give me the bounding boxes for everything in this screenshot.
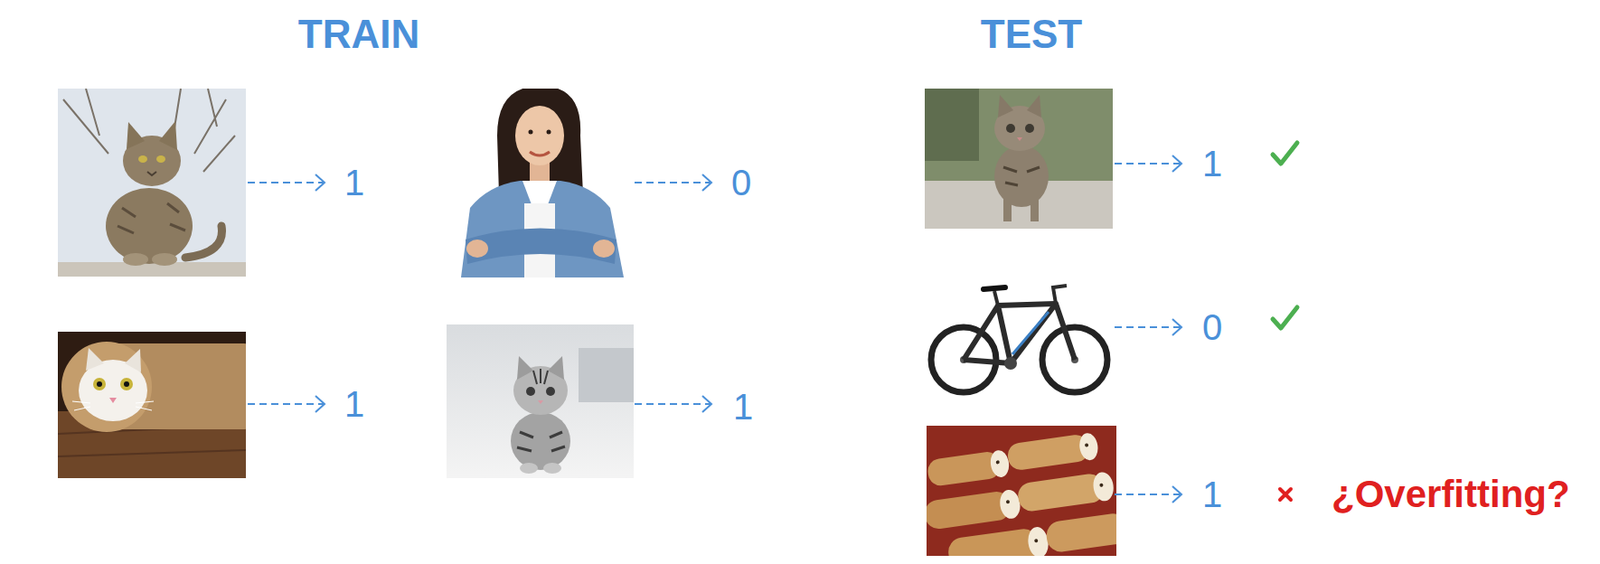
- dashed-arrow: [247, 155, 1182, 503]
- class-label: 1: [733, 388, 753, 425]
- kitten-photo: [446, 324, 634, 479]
- bicycle-photo: [924, 267, 1113, 398]
- class-label: 1: [344, 164, 365, 201]
- class-label: 0: [1202, 309, 1223, 346]
- note-text: ¿Overfitting?: [1331, 475, 1571, 514]
- column-heading: TEST: [980, 14, 1083, 55]
- cat-photo: [57, 331, 246, 479]
- check-mark: [1272, 142, 1298, 164]
- cat-photo: [57, 88, 246, 277]
- class-label: 1: [1202, 145, 1223, 182]
- check-mark: [1272, 307, 1298, 329]
- column-heading: TRAIN: [298, 14, 420, 55]
- class-label: 0: [731, 164, 752, 201]
- class-label: 1: [1202, 476, 1223, 513]
- class-label: 1: [344, 385, 365, 423]
- cannoli-photo: [926, 425, 1117, 556]
- kitten-photo: [924, 88, 1113, 229]
- cross-mark: [1280, 489, 1291, 500]
- person-photo: [445, 88, 633, 278]
